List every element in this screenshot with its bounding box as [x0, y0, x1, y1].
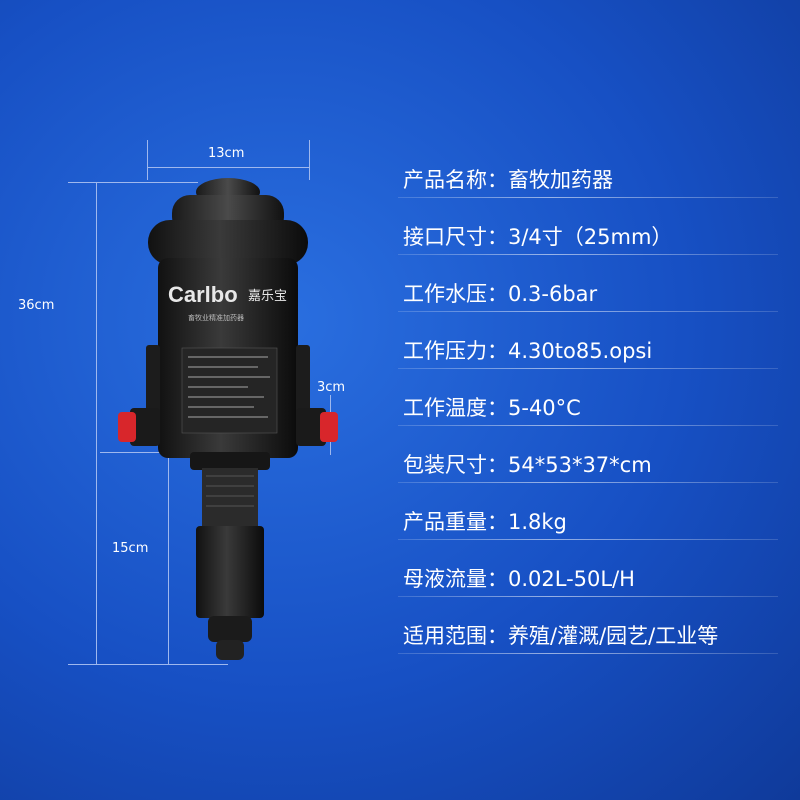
- spec-divider: [398, 368, 778, 369]
- spec-divider: [398, 197, 778, 198]
- spec-label: 适用范围：: [403, 624, 508, 648]
- brand-cn-text: 嘉乐宝: [248, 289, 287, 304]
- width-label: 13cm: [208, 146, 245, 161]
- spec-divider: [398, 653, 778, 654]
- spec-row-weight: 产品重量：1.8kg: [403, 504, 775, 540]
- spec-value: 54*53*37*cm: [508, 453, 652, 477]
- spec-value: 1.8kg: [508, 510, 567, 534]
- lower-length-label: 15cm: [112, 541, 149, 556]
- height-guide-bottom: [68, 664, 228, 665]
- outlet-cap: [320, 412, 338, 442]
- spec-row-usage: 适用范围：养殖/灌溉/园艺/工业等: [403, 618, 775, 654]
- spec-divider: [398, 425, 778, 426]
- dosing-pump-image: Carlbo 嘉乐宝 畜牧业精准加药器: [118, 178, 338, 660]
- spec-label: 包装尺寸：: [403, 453, 508, 477]
- spec-value: 5-40°C: [508, 396, 581, 420]
- spec-label: 母液流量：: [403, 567, 508, 591]
- spec-value: 3/4寸（25mm）: [508, 225, 673, 249]
- suction-tip: [216, 640, 244, 660]
- spec-plate: [181, 347, 278, 434]
- height-line: [96, 182, 97, 664]
- spec-label: 产品名称：: [403, 168, 508, 192]
- dosing-cylinder: [196, 526, 264, 618]
- spec-row-port: 接口尺寸：3/4寸（25mm）: [403, 219, 775, 255]
- width-guide-left: [147, 140, 148, 180]
- brand-text: Carlbo: [168, 282, 238, 307]
- spec-row-temperature: 工作温度：5-40°C: [403, 390, 775, 426]
- spec-label: 接口尺寸：: [403, 225, 508, 249]
- spec-divider: [398, 539, 778, 540]
- height-guide-top: [68, 182, 198, 183]
- inlet-cap: [118, 412, 136, 442]
- tagline-text: 畜牧业精准加药器: [188, 313, 244, 322]
- spec-value: 0.3-6bar: [508, 282, 598, 306]
- outlet-fitting: [296, 408, 326, 446]
- suction-connector: [208, 616, 252, 642]
- inlet-fitting: [130, 408, 160, 446]
- lower-guide-top: [100, 452, 200, 453]
- spec-value: 0.02L-50L/H: [508, 567, 635, 591]
- spec-label: 工作水压：: [403, 282, 508, 306]
- width-guide-right: [309, 140, 310, 180]
- spec-value: 养殖/灌溉/园艺/工业等: [508, 624, 719, 648]
- spec-label: 工作温度：: [403, 396, 508, 420]
- base-collar: [190, 452, 270, 470]
- cap-ring: [148, 220, 308, 265]
- adjust-sleeve: [202, 468, 258, 528]
- spec-label: 工作压力：: [403, 339, 508, 363]
- spec-divider: [398, 311, 778, 312]
- spec-row-pressure: 工作压力：4.30to85.opsi: [403, 333, 775, 369]
- spec-value: 4.30to85.opsi: [508, 339, 653, 363]
- spec-value: 畜牧加药器: [508, 168, 613, 192]
- lower-line: [168, 452, 169, 664]
- spec-row-name: 产品名称：畜牧加药器: [403, 162, 775, 198]
- height-label: 36cm: [18, 298, 55, 313]
- spec-row-package: 包装尺寸：54*53*37*cm: [403, 447, 775, 483]
- spec-label: 产品重量：: [403, 510, 508, 534]
- depth-label: 3cm: [317, 380, 346, 395]
- spec-divider: [398, 482, 778, 483]
- spec-divider: [398, 596, 778, 597]
- spec-row-flow: 母液流量：0.02L-50L/H: [403, 561, 775, 597]
- width-line: [147, 167, 309, 168]
- spec-row-water-pressure: 工作水压：0.3-6bar: [403, 276, 775, 312]
- spec-divider: [398, 254, 778, 255]
